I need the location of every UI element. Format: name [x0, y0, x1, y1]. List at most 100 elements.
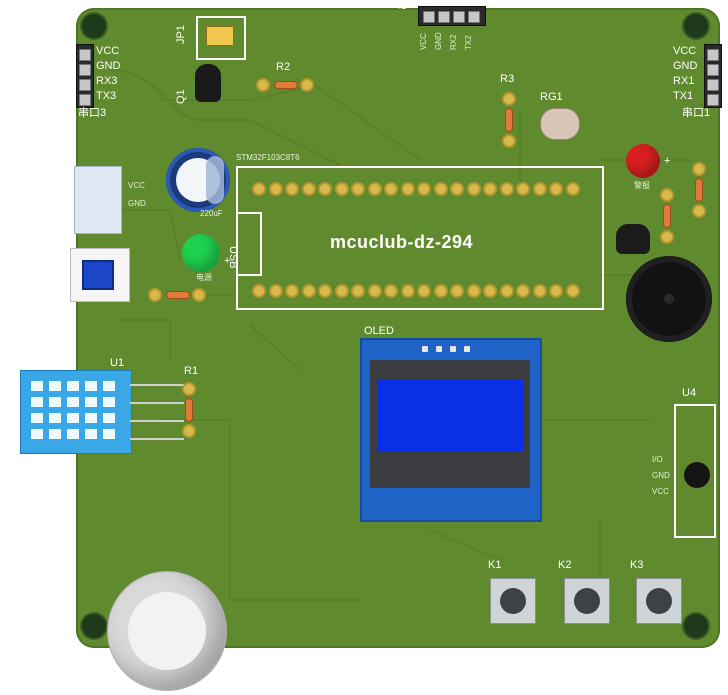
usb-pin-label: GND: [128, 199, 146, 208]
mcu-pad: [435, 184, 446, 194]
mcu-pad: [468, 184, 479, 194]
pad: [184, 384, 194, 394]
mcu-pad: [369, 184, 380, 194]
u4-sensor: [684, 462, 710, 488]
metal-can-component: [108, 572, 226, 690]
u4-pin-label: I/O: [652, 455, 663, 464]
power-plus: +: [224, 255, 231, 267]
mcu-pad: [270, 184, 281, 194]
mcu-pad: [551, 286, 561, 296]
header-pin: [79, 49, 91, 61]
k1-label: K1: [488, 559, 502, 571]
resistor: [166, 291, 190, 299]
mcu-pad: [501, 184, 512, 194]
dht-vent: [85, 397, 97, 407]
resistor-r2: [274, 81, 298, 89]
pad: [302, 80, 312, 90]
mcu-top-label: STM32F103C8T6: [236, 153, 300, 162]
dht-vent: [103, 397, 115, 407]
dht-leads: [130, 384, 184, 440]
usb-connector: [74, 166, 122, 234]
lead: [130, 438, 184, 440]
pad: [150, 290, 160, 300]
power-switch[interactable]: [82, 260, 114, 290]
alarm-led-label: 警报: [634, 181, 650, 190]
mcu-pad: [254, 286, 264, 296]
pin-label: VCC: [96, 45, 120, 57]
pin-label: GND: [96, 60, 121, 72]
pin-label: GND: [434, 32, 443, 50]
lead: [130, 402, 184, 404]
mcu-pad: [435, 286, 446, 296]
mcu-top-pads: [254, 182, 594, 198]
mcu-pad: [518, 286, 528, 296]
pad: [194, 290, 204, 300]
mcu-pad: [534, 286, 545, 296]
jp1-jumper[interactable]: [206, 26, 234, 46]
button-k1[interactable]: [490, 578, 536, 624]
header-pin: [79, 94, 91, 106]
header-pin: [423, 11, 435, 23]
mcu-pad: [419, 184, 429, 194]
dht-vent: [85, 413, 97, 423]
mcu-pad: [468, 286, 479, 296]
dht-vent: [31, 429, 43, 439]
oled-pin: [450, 346, 456, 352]
mcu-pad: [567, 184, 578, 194]
header-pin: [707, 49, 719, 61]
header-pin: [468, 11, 480, 23]
jp1-label: JP1: [175, 25, 187, 44]
mcu-pad: [320, 184, 330, 194]
pad: [504, 94, 514, 104]
dht-vent: [49, 429, 61, 439]
pad: [258, 80, 268, 90]
mount-hole: [684, 614, 708, 638]
mcu-pad: [386, 286, 396, 296]
button-k2[interactable]: [564, 578, 610, 624]
serial3-header: [76, 44, 94, 108]
buzzer: [626, 256, 712, 342]
photoresistor-rg1: [540, 108, 580, 140]
pin-label: RX2: [449, 34, 458, 50]
usb-label: USB: [227, 246, 239, 269]
pin-label: VCC: [419, 33, 428, 50]
mcu-pad: [485, 184, 495, 194]
mcu-pad: [353, 286, 363, 296]
pad: [694, 164, 704, 174]
mcu-bottom-pads: [254, 284, 594, 300]
mcu-pad: [287, 286, 297, 296]
alarm-plus: +: [664, 155, 671, 167]
cap-label: 220uF: [200, 209, 223, 218]
oled-pin: [422, 346, 428, 352]
power-led-label: 电源: [196, 273, 212, 282]
mcu-pad: [402, 286, 413, 296]
lead: [130, 420, 184, 422]
dht-vent: [67, 429, 79, 439]
mcu-pad: [369, 286, 380, 296]
u4-pin-label: VCC: [652, 487, 669, 496]
button-cap: [646, 588, 672, 614]
dht-vent: [103, 413, 115, 423]
alarm-led: [626, 144, 660, 178]
dht-vent: [49, 397, 61, 407]
header-pin: [438, 11, 450, 23]
resistor: [695, 178, 703, 202]
oled-screen: [378, 380, 524, 452]
dht-vent: [67, 413, 79, 423]
header-pin: [453, 11, 465, 23]
mcu-pad: [320, 286, 330, 296]
serial1-label: 串口1: [682, 107, 711, 119]
mcu-pad: [419, 286, 429, 296]
header-pin: [707, 94, 719, 106]
mcu-pad: [485, 286, 495, 296]
mcu-pad: [353, 184, 363, 194]
dht-vent: [31, 381, 43, 391]
board-title: mcuclub-dz-294: [330, 232, 474, 252]
button-k3[interactable]: [636, 578, 682, 624]
mount-hole: [684, 14, 708, 38]
lead: [130, 384, 184, 386]
mcu-pad: [518, 184, 528, 194]
electrolytic-capacitor: [166, 148, 230, 212]
transistor-q1: [195, 64, 221, 102]
pin-label: TX1: [673, 90, 694, 102]
